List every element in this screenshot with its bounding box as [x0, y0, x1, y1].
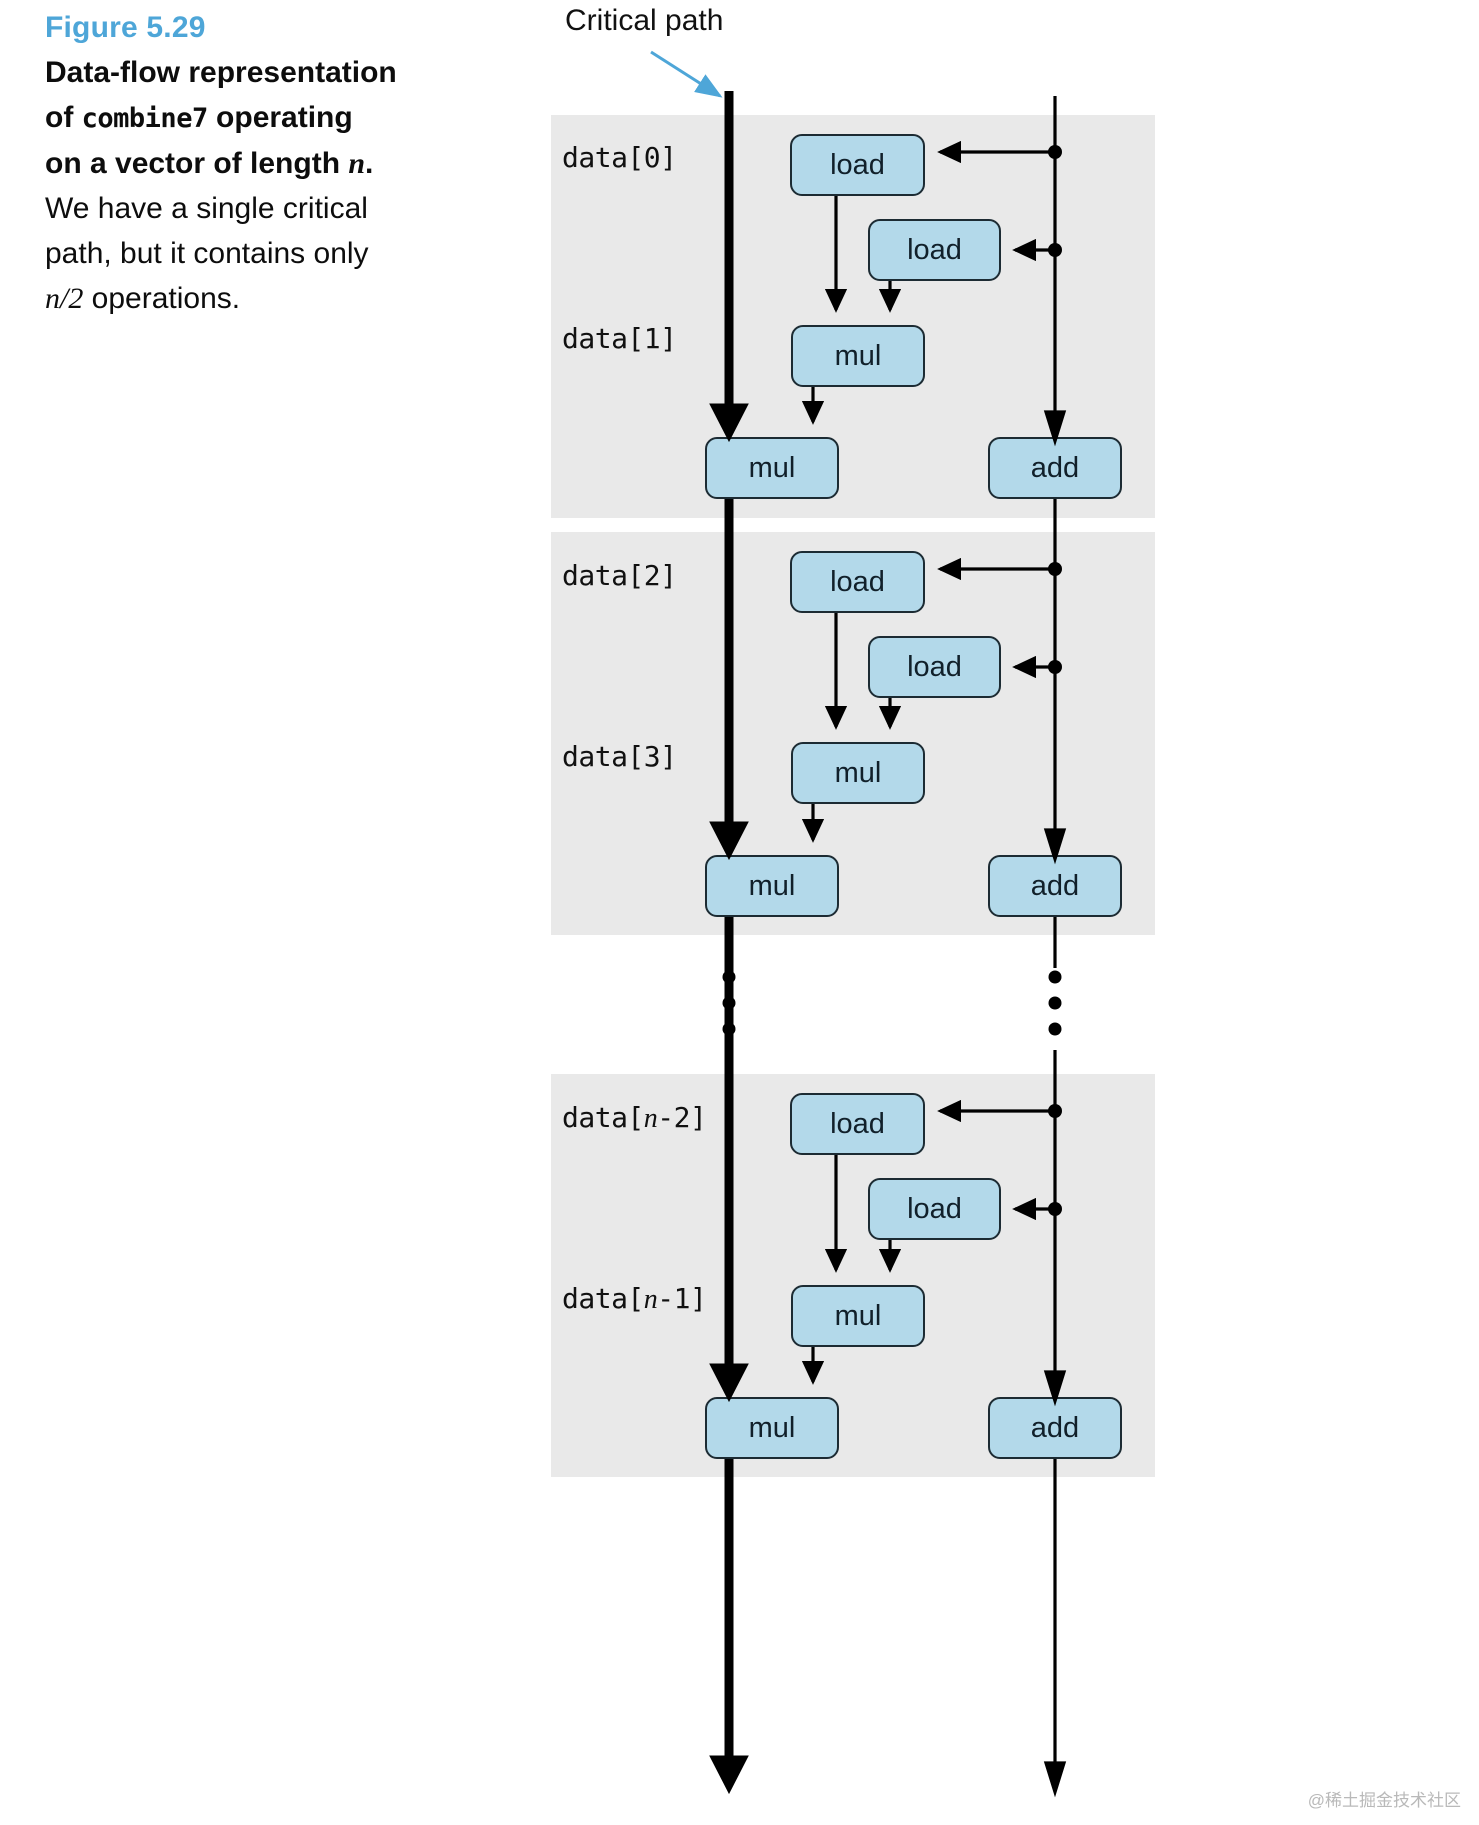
- row-label-data-n-1: data[n-1]: [562, 1282, 707, 1316]
- node-load-b3-2[interactable]: load: [868, 1178, 1001, 1240]
- body-post-3: operations.: [83, 282, 241, 315]
- row-label-data-n-2: data[n-2]: [562, 1101, 707, 1135]
- title-post-3: .: [365, 147, 374, 180]
- node-mul-b2-2[interactable]: mul: [705, 855, 839, 917]
- node-add-b2[interactable]: add: [988, 855, 1122, 917]
- node-load-b2-1[interactable]: load: [790, 551, 925, 613]
- node-load-b3-1[interactable]: load: [790, 1093, 925, 1155]
- variable-n-over-2: n/2: [45, 282, 84, 315]
- node-mul-b1-1[interactable]: mul: [791, 325, 925, 387]
- figure-caption: Figure 5.29 Data-flow representation of …: [45, 8, 515, 321]
- label-post: -2]: [657, 1101, 707, 1134]
- critical-path-annotation-arrow: [650, 50, 723, 98]
- node-add-b3[interactable]: add: [988, 1397, 1122, 1459]
- node-mul-b1-2[interactable]: mul: [705, 437, 839, 499]
- node-mul-b3-1[interactable]: mul: [791, 1285, 925, 1347]
- node-mul-b3-2[interactable]: mul: [705, 1397, 839, 1459]
- title-pre: of: [45, 101, 82, 134]
- title-pre-3: on a vector of length: [45, 147, 349, 180]
- watermark: @稀土掘金技术社区: [1307, 1791, 1461, 1810]
- label-var-n: n: [643, 1284, 658, 1315]
- node-add-b1[interactable]: add: [988, 437, 1122, 499]
- node-load-b1-1[interactable]: load: [790, 134, 925, 196]
- label-post: -1]: [657, 1282, 707, 1315]
- figure-number: Figure 5.29: [45, 11, 206, 44]
- row-label-data-3: data[3]: [562, 740, 677, 773]
- figure-title-line-2: of combine7 operating: [45, 95, 515, 141]
- node-load-b2-2[interactable]: load: [868, 636, 1001, 698]
- node-load-b1-2[interactable]: load: [868, 219, 1001, 281]
- title-post: operating: [207, 101, 353, 134]
- variable-n: n: [348, 147, 366, 180]
- label-pre: data[: [562, 1282, 644, 1315]
- figure-body-line-2: path, but it contains only: [45, 237, 369, 270]
- row-label-data-0: data[0]: [562, 141, 677, 174]
- figure-title-line-1: Data-flow representation: [45, 56, 397, 89]
- figure-title-line-3: on a vector of length n.: [45, 141, 515, 186]
- label-var-n: n: [643, 1103, 658, 1134]
- function-name: combine7: [81, 103, 209, 134]
- label-pre: data[: [562, 1101, 644, 1134]
- row-label-data-1: data[1]: [562, 322, 677, 355]
- critical-path-label: Critical path: [565, 4, 724, 37]
- figure-body: We have a single critical path, but it c…: [45, 186, 515, 321]
- ellipsis-dots-left: [722, 970, 736, 1036]
- row-label-data-2: data[2]: [562, 559, 677, 592]
- ellipsis-dots-right: [1048, 970, 1062, 1036]
- figure-body-line-3: n/2 operations.: [45, 276, 515, 321]
- figure-title: Data-flow representation of combine7 ope…: [45, 50, 515, 186]
- figure-body-line-1: We have a single critical: [45, 192, 368, 225]
- node-mul-b2-1[interactable]: mul: [791, 742, 925, 804]
